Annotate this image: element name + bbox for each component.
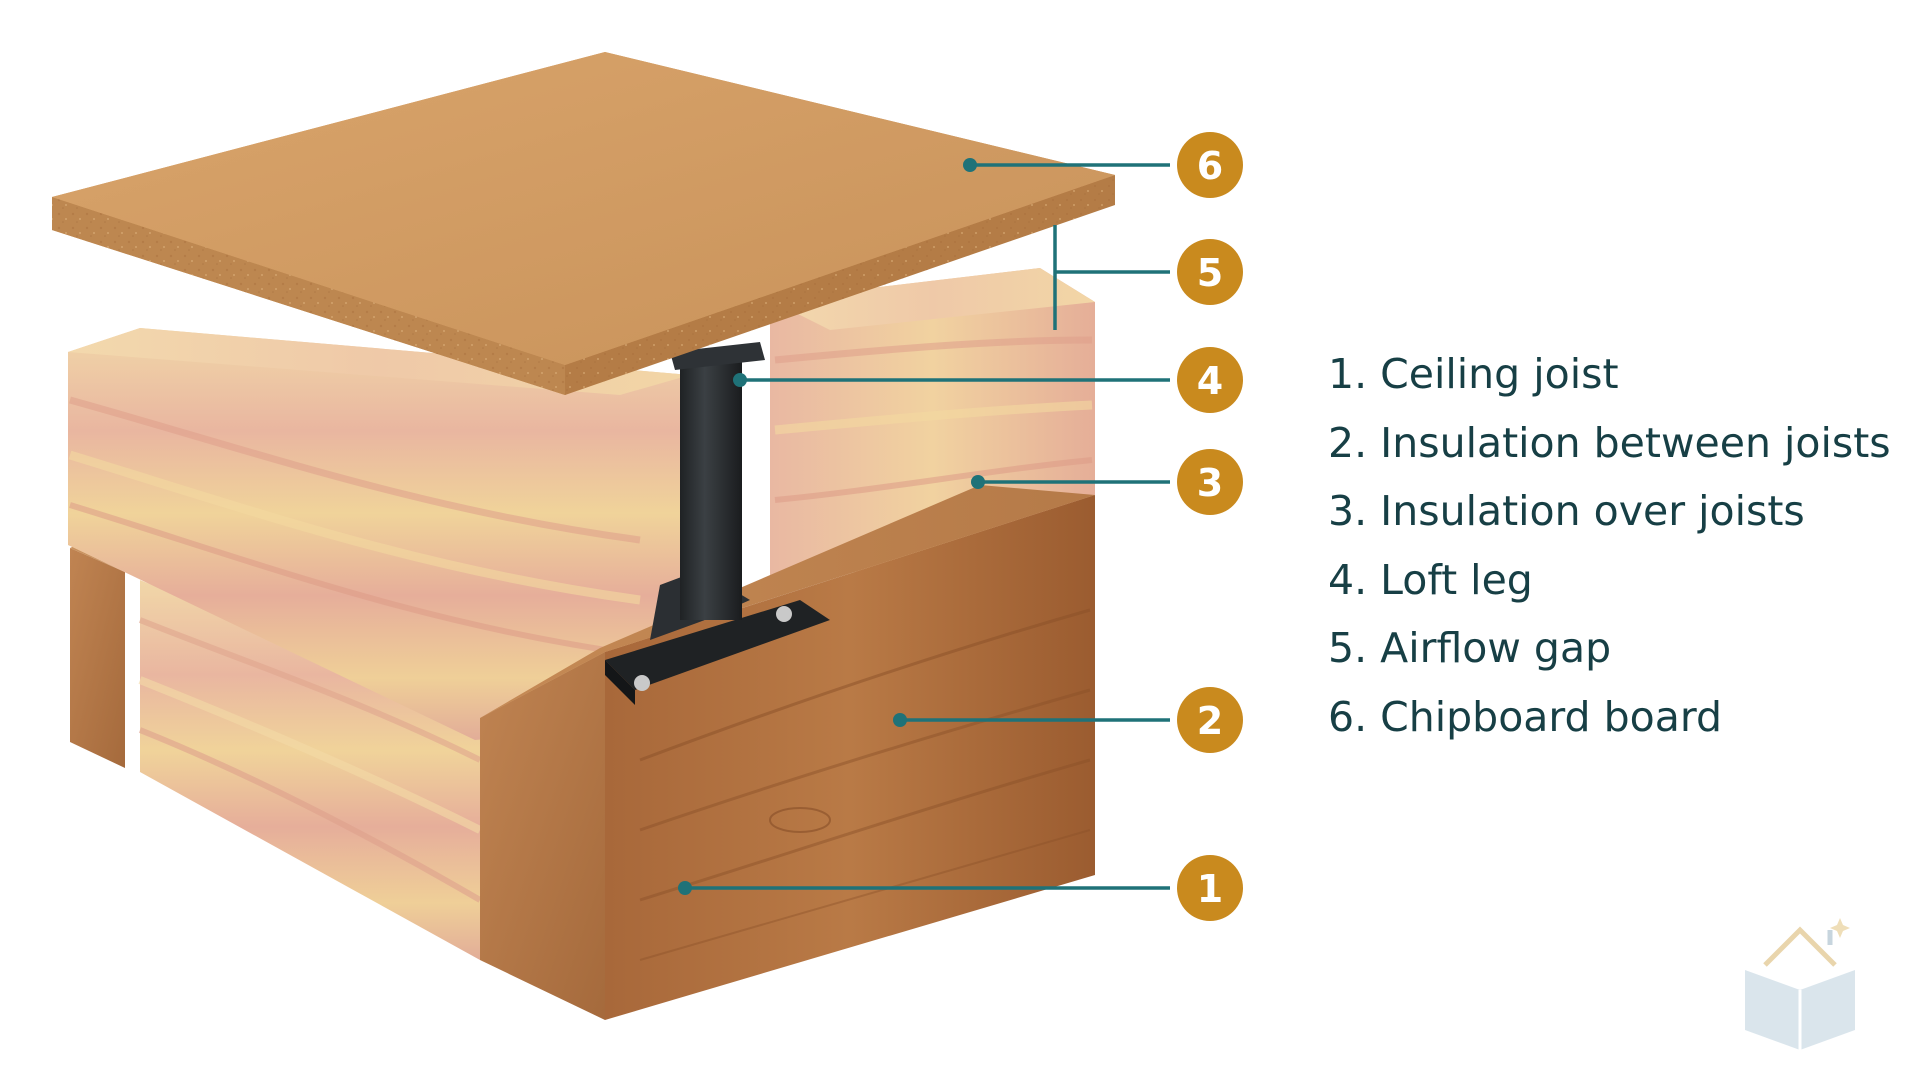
badge-6: 6	[1177, 132, 1243, 198]
leader-dot-1	[678, 881, 692, 895]
badge-1-number: 1	[1197, 867, 1223, 911]
insulation-between-joists	[138, 580, 482, 960]
leader-lines	[685, 163, 1170, 890]
house-book-logo-icon	[1745, 918, 1855, 1050]
legend-item-insulation-between-joists: 2. Insulation between joists	[1328, 418, 1891, 467]
badge-4: 4	[1177, 347, 1243, 413]
loft-leg	[605, 342, 830, 705]
badge-3: 3	[1177, 449, 1243, 515]
chipboard-board	[52, 52, 1115, 395]
legend-item-ceiling-joist: 1. Ceiling joist	[1328, 350, 1619, 398]
leader-dot-6	[963, 158, 977, 172]
legend-item-insulation-over-joists: 3. Insulation over joists	[1328, 487, 1805, 535]
legend-item-airflow-gap: 5. Airflow gap	[1328, 624, 1612, 672]
leader-dot-2	[893, 713, 907, 727]
legend-item-loft-leg: 4. Loft leg	[1328, 555, 1533, 604]
legend-list: 1. Ceiling joist 2. Insulation between j…	[1328, 340, 1891, 751]
badge-5-number: 5	[1197, 251, 1223, 295]
badge-2-number: 2	[1197, 699, 1223, 743]
badge-6-number: 6	[1197, 144, 1223, 188]
badge-1: 1	[1177, 855, 1243, 921]
badge-4-number: 4	[1197, 359, 1223, 403]
leader-dot-3	[971, 475, 985, 489]
badge-5: 5	[1177, 239, 1243, 305]
legend-item-chipboard-board: 6. Chipboard board	[1328, 692, 1723, 741]
leader-dots	[678, 158, 985, 895]
leader-dot-4	[733, 373, 747, 387]
badge-3-number: 3	[1197, 461, 1223, 505]
badge-2: 2	[1177, 687, 1243, 753]
